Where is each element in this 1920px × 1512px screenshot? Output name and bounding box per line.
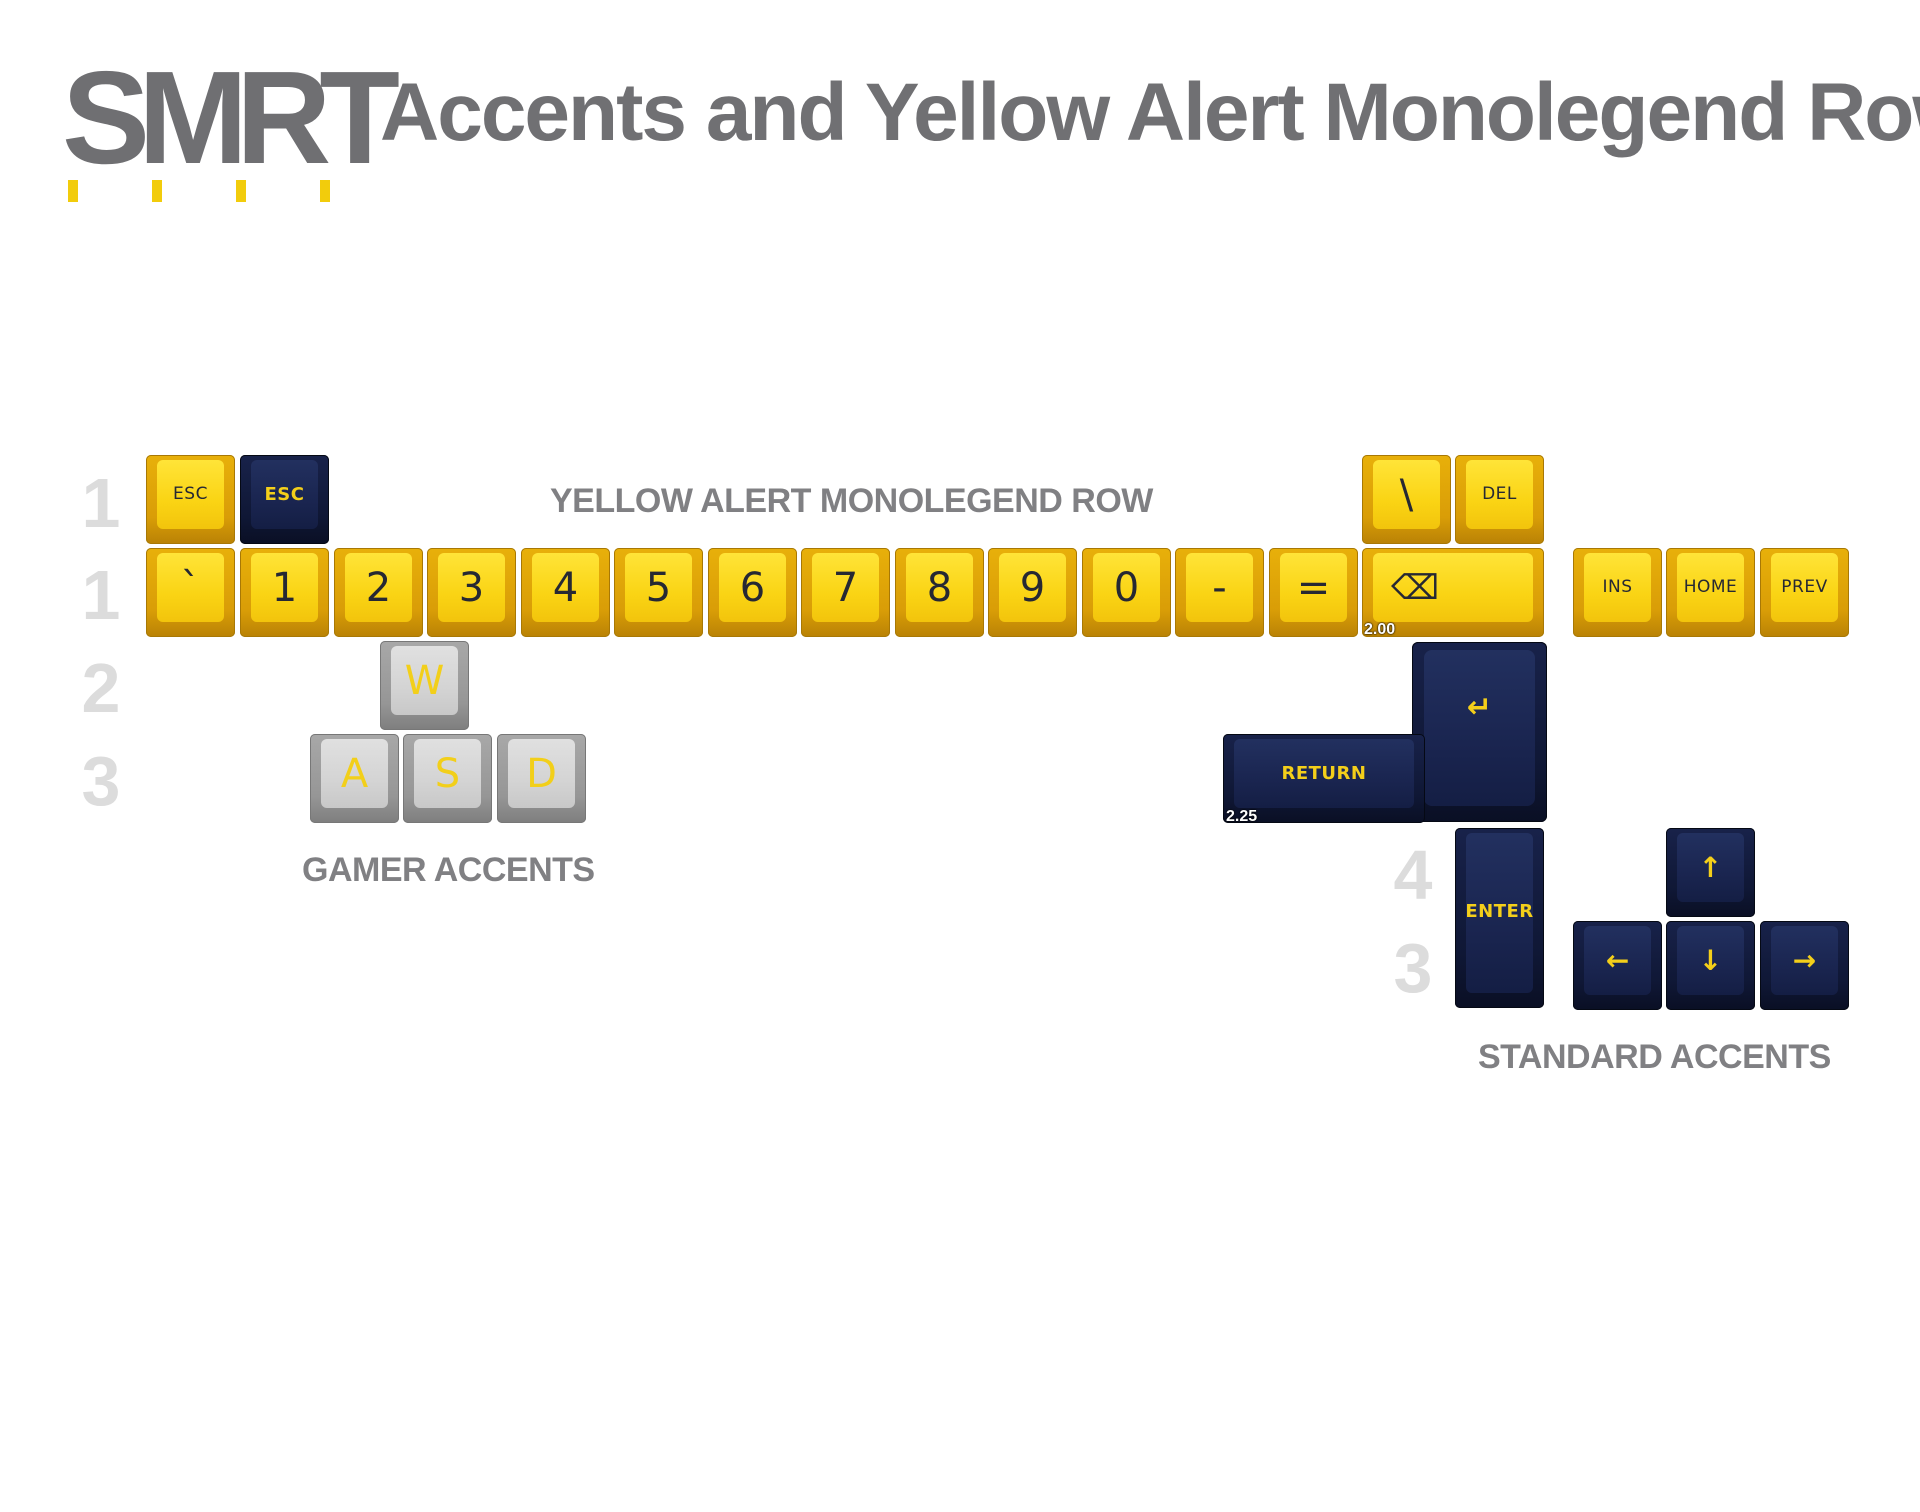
logo-dash xyxy=(152,180,162,202)
standard-accents-label: STANDARD ACCENTS xyxy=(1478,1038,1831,1076)
equals-keycap: = xyxy=(1269,548,1358,637)
keycap-legend: 3 xyxy=(438,553,505,622)
grave-keycap: ` xyxy=(146,548,235,637)
keycap-legend: 0 xyxy=(1093,553,1160,622)
arrow-down-icon: ↓ xyxy=(1677,926,1744,995)
keycap-legend: W xyxy=(391,646,458,715)
iso-enter-keycap: ↵ xyxy=(1412,642,1547,822)
backspace-keycap: ⌫ xyxy=(1362,548,1544,637)
s-keycap: S xyxy=(403,734,492,823)
a-keycap: A xyxy=(310,734,399,823)
logo-text: SMRT xyxy=(62,44,400,191)
yellow-row-label: YELLOW ALERT MONOLEGEND ROW xyxy=(550,482,1153,520)
iso-enter-face: ↵ xyxy=(1424,650,1535,806)
row-number: 3 xyxy=(1393,929,1433,1007)
key-1: 1 xyxy=(240,548,329,637)
key-9: 9 xyxy=(988,548,1077,637)
enter-keycap: ENTER xyxy=(1455,828,1544,1008)
keycap-legend: S xyxy=(414,739,481,808)
ins-keycap: INS xyxy=(1573,548,1662,637)
row-number: 2 xyxy=(81,649,121,727)
keycap-legend: HOME xyxy=(1677,553,1744,622)
key-5: 5 xyxy=(614,548,703,637)
keycap-legend: 7 xyxy=(812,553,879,622)
key-3: 3 xyxy=(427,548,516,637)
page-title: Accents and Yellow Alert Monolegend Row xyxy=(380,67,1920,158)
keycap-legend: - xyxy=(1186,553,1253,622)
esc-keycap-yellow: ESC xyxy=(146,455,235,544)
keycap-legend: ENTER xyxy=(1465,833,1533,993)
enter-arrow-icon: ↵ xyxy=(1466,690,1493,725)
d-keycap: D xyxy=(497,734,586,823)
key-8: 8 xyxy=(895,548,984,637)
keycap-legend: RETURN xyxy=(1234,739,1414,808)
keycap-legend: A xyxy=(321,739,388,808)
row-number: 1 xyxy=(81,556,121,634)
keycap-legend: 8 xyxy=(906,553,973,622)
keycap-legend: INS xyxy=(1584,553,1651,622)
logo-dash xyxy=(68,180,78,202)
key-0: 0 xyxy=(1082,548,1171,637)
backspace-size-tag: 2.00 xyxy=(1364,621,1396,638)
key-2: 2 xyxy=(334,548,423,637)
row-number: 3 xyxy=(81,742,121,820)
arrow-left-icon: ← xyxy=(1584,926,1651,995)
keycap-legend: 2 xyxy=(345,553,412,622)
arrow-right-icon: → xyxy=(1771,926,1838,995)
w-keycap: W xyxy=(380,641,469,730)
return-keycap: RETURN xyxy=(1223,734,1425,823)
backspace-icon: ⌫ xyxy=(1373,553,1533,622)
keycap-legend: \ xyxy=(1373,460,1440,529)
keycap-legend: ESC xyxy=(157,460,224,529)
backslash-keycap: \ xyxy=(1362,455,1451,544)
keycap-legend: PREV xyxy=(1771,553,1838,622)
return-size-tag: 2.25 xyxy=(1226,808,1258,825)
gamer-accents-label: GAMER ACCENTS xyxy=(302,851,595,889)
keycap-legend: ` xyxy=(157,553,224,622)
right-arrow-keycap: → xyxy=(1760,921,1849,1010)
home-keycap: HOME xyxy=(1666,548,1755,637)
left-arrow-keycap: ← xyxy=(1573,921,1662,1010)
keycap-legend: 5 xyxy=(625,553,692,622)
logo-dash xyxy=(320,180,330,202)
keycap-legend: 9 xyxy=(999,553,1066,622)
esc-keycap-navy: ESC xyxy=(240,455,329,544)
logo-dash xyxy=(236,180,246,202)
arrow-up-icon: ↑ xyxy=(1677,833,1744,902)
keycap-legend: 6 xyxy=(719,553,786,622)
keycap-legend: 1 xyxy=(251,553,318,622)
row-number: 1 xyxy=(81,464,121,542)
smrt-logo: SMRT xyxy=(62,52,400,212)
down-arrow-keycap: ↓ xyxy=(1666,921,1755,1010)
del-keycap: DEL xyxy=(1455,455,1544,544)
keycap-legend: 4 xyxy=(532,553,599,622)
minus-keycap: - xyxy=(1175,548,1264,637)
row-number: 4 xyxy=(1393,836,1433,914)
keycap-legend: DEL xyxy=(1466,460,1533,529)
keycap-legend: D xyxy=(508,739,575,808)
key-6: 6 xyxy=(708,548,797,637)
keycap-legend: ESC xyxy=(251,460,318,529)
key-7: 7 xyxy=(801,548,890,637)
keycap-legend: = xyxy=(1280,553,1347,622)
key-4: 4 xyxy=(521,548,610,637)
prev-keycap: PREV xyxy=(1760,548,1849,637)
up-arrow-keycap: ↑ xyxy=(1666,828,1755,917)
